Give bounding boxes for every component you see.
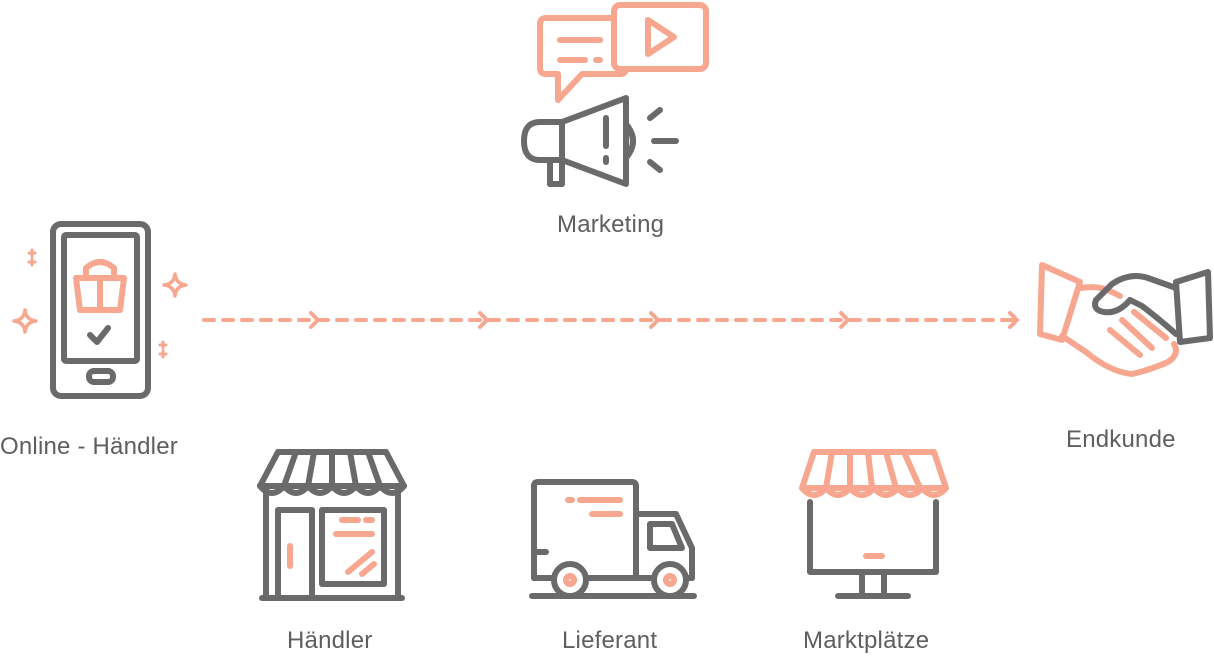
node-label: Marktplätze bbox=[803, 627, 930, 654]
node-label: Online - Händler bbox=[0, 433, 178, 460]
node-label: Händler bbox=[287, 627, 373, 654]
node-label: Lieferant bbox=[562, 627, 658, 654]
flow-chevron bbox=[839, 311, 850, 329]
node-label: Marketing bbox=[557, 211, 665, 238]
node-label: Endkunde bbox=[1066, 426, 1176, 453]
flow-chevron bbox=[649, 311, 660, 329]
flow-chevron bbox=[309, 311, 320, 329]
flow-chevron bbox=[478, 311, 489, 329]
flow-chevron bbox=[1008, 311, 1019, 329]
